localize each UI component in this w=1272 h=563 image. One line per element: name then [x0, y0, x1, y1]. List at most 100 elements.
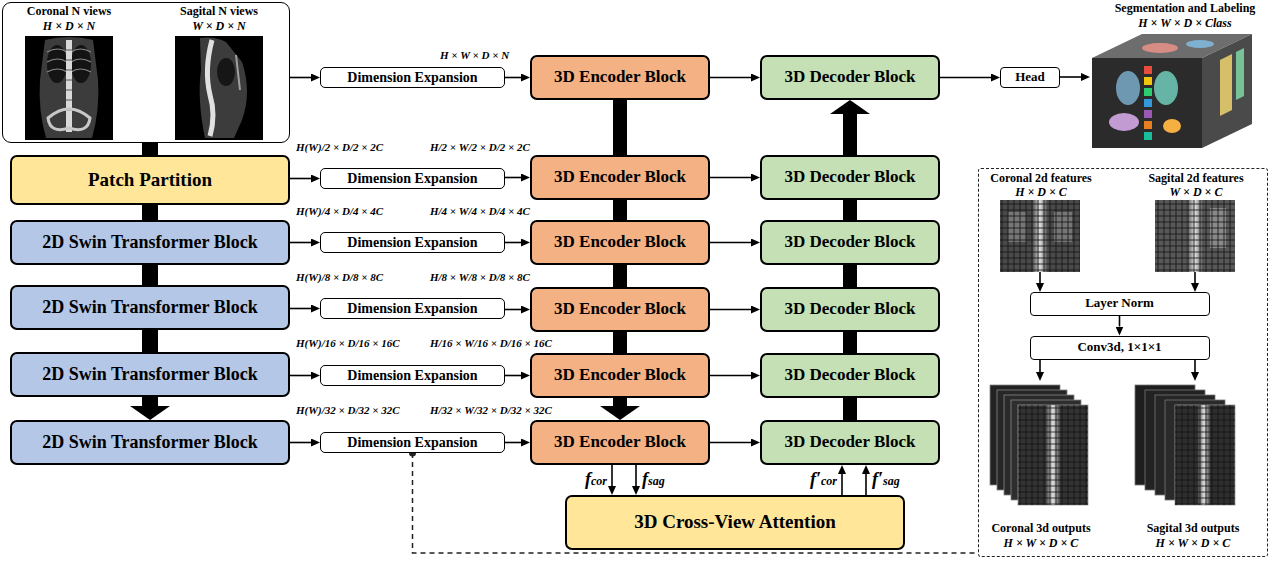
decoder-block: 3D Decoder Block — [760, 287, 940, 332]
box-label: 3D Decoder Block — [785, 366, 916, 385]
box-label: Sagital 3d outputs — [1147, 522, 1240, 535]
box-label: Dimension Expansion — [347, 70, 477, 85]
box-label: 3D Encoder Block — [554, 366, 686, 385]
box-label: 2D Swin Transformer Block — [42, 233, 258, 253]
arrow-connector — [505, 309, 521, 311]
arrow-connector — [505, 77, 521, 79]
feature-label: f′cor — [809, 470, 838, 490]
flow-bar — [613, 332, 627, 353]
decoder-block: 3D Decoder Block — [760, 155, 940, 200]
dimension-label: H × W × D × N — [440, 49, 509, 61]
coronal-ct-image-part — [66, 50, 72, 110]
box-label: 2D Swin Transformer Block — [42, 433, 258, 453]
decoder-block: 3D Decoder Block — [760, 353, 940, 398]
arrow-line — [1039, 272, 1041, 283]
arrow-connector — [505, 177, 521, 179]
expansion-box: Dimension Expansion — [320, 168, 505, 189]
transformer-block: 2D Swin Transformer Block — [10, 220, 290, 265]
expansion-box: Dimension Expansion — [320, 298, 505, 319]
segmentation-volume-part — [1220, 54, 1232, 116]
transformer-block: 2D Swin Transformer Block — [10, 352, 290, 397]
box-label: Conv3d, 1×1×1 — [1077, 340, 1161, 354]
arrow-connector — [635, 465, 637, 486]
box-label: Head — [1015, 70, 1045, 84]
arrow-connector — [841, 474, 843, 495]
transformer-block: 2D Swin Transformer Block — [10, 420, 290, 465]
box-label: Coronal 2d features — [990, 172, 1092, 185]
arrow-connector — [290, 442, 311, 444]
box-label: 3D Encoder Block — [554, 300, 686, 319]
box-label: Dimension Expansion — [347, 171, 477, 186]
segmentation-volume-part — [1144, 121, 1152, 129]
box-label: 3D Decoder Block — [785, 168, 916, 187]
dimension-label: H(W)/32 × D/32 × 32C — [296, 404, 400, 416]
arrow-connector — [710, 309, 751, 311]
arrow-connector — [710, 375, 751, 377]
flow-bar — [142, 143, 158, 155]
segmentation-volume-part — [1154, 71, 1178, 105]
attention-block: 3D Cross-View Attention — [565, 495, 905, 550]
coronal-feature-map — [1000, 200, 1080, 272]
flow-bar — [142, 397, 158, 406]
sagittal-ct-image-part — [217, 58, 235, 86]
flow-bar — [613, 200, 627, 220]
box-label: 3D Decoder Block — [785, 433, 916, 452]
sagittal-output-stack-part — [1175, 405, 1235, 505]
input-views-panel: Coronal N viewsH × D × NSagital N viewsW… — [2, 2, 290, 143]
sagittal-ct-image-part — [236, 55, 240, 90]
box-label: Sagital 2d features — [1148, 172, 1243, 185]
segmentation-volume-part — [1186, 40, 1214, 48]
box-label: 3D Encoder Block — [554, 433, 686, 452]
segmentation-volume-part — [1236, 48, 1244, 100]
process-box: Patch Partition — [10, 155, 290, 205]
sagittal-feature-map-part — [1155, 200, 1235, 272]
arrow-connector — [290, 77, 311, 79]
dimension-label: H/32 × W/32 × D/32 × 32C — [430, 404, 552, 416]
box-label: Layer Norm — [1085, 296, 1154, 310]
encoder-block: 3D Encoder Block — [530, 155, 710, 200]
arrow-connector — [710, 177, 751, 179]
decoder-block: 3D Decoder Block — [760, 220, 940, 265]
coronal-ct-image-part — [25, 36, 113, 140]
feature-label: fcor — [584, 470, 608, 490]
coronal-output-stack-part — [1018, 405, 1088, 505]
arrow-connector — [865, 474, 867, 495]
arrow-connector — [505, 242, 521, 244]
operation-box: Layer Norm — [1030, 292, 1210, 316]
box-label: Patch Partition — [88, 170, 212, 191]
dashed-link — [413, 453, 979, 553]
segmentation-volume-part — [1144, 88, 1152, 96]
decoder-block: 3D Decoder Block — [760, 55, 940, 100]
arrow-connector — [710, 242, 751, 244]
arrow-connector — [290, 308, 311, 310]
segmentation-volume-part — [1202, 34, 1252, 148]
segmentation-volume — [1092, 34, 1252, 148]
box-label: H × D × N — [43, 20, 95, 33]
dimension-label: H(W)/16 × D/16 × 16C — [296, 337, 400, 349]
flow-bar — [613, 398, 627, 406]
arrow-connector — [290, 375, 311, 377]
flow-bar — [843, 398, 857, 420]
box-label: Dimension Expansion — [347, 368, 477, 383]
box-label: 3D Encoder Block — [554, 168, 686, 187]
segmentation-volume-part — [1116, 71, 1140, 105]
encoder-block: 3D Encoder Block — [530, 55, 710, 100]
coronal-output-stack — [990, 385, 1088, 505]
flow-bar — [142, 205, 158, 220]
flow-bar — [613, 100, 627, 155]
expansion-box: Dimension Expansion — [320, 232, 505, 253]
box-label: W × D × C — [1170, 186, 1223, 199]
feature-label: f′sag — [871, 470, 901, 490]
box-label: 3D Decoder Block — [785, 68, 916, 87]
head-box: Head — [1000, 67, 1060, 88]
segmentation-volume-part — [1109, 113, 1139, 131]
arrow-line — [1194, 360, 1196, 372]
decoder-block: 3D Decoder Block — [760, 420, 940, 465]
expansion-box: Dimension Expansion — [320, 365, 505, 386]
box-label: H × W × D × C — [1004, 537, 1079, 550]
encoder-block: 3D Encoder Block — [530, 420, 710, 465]
box-label: 3D Encoder Block — [554, 68, 686, 87]
arrow-connector — [505, 442, 521, 444]
